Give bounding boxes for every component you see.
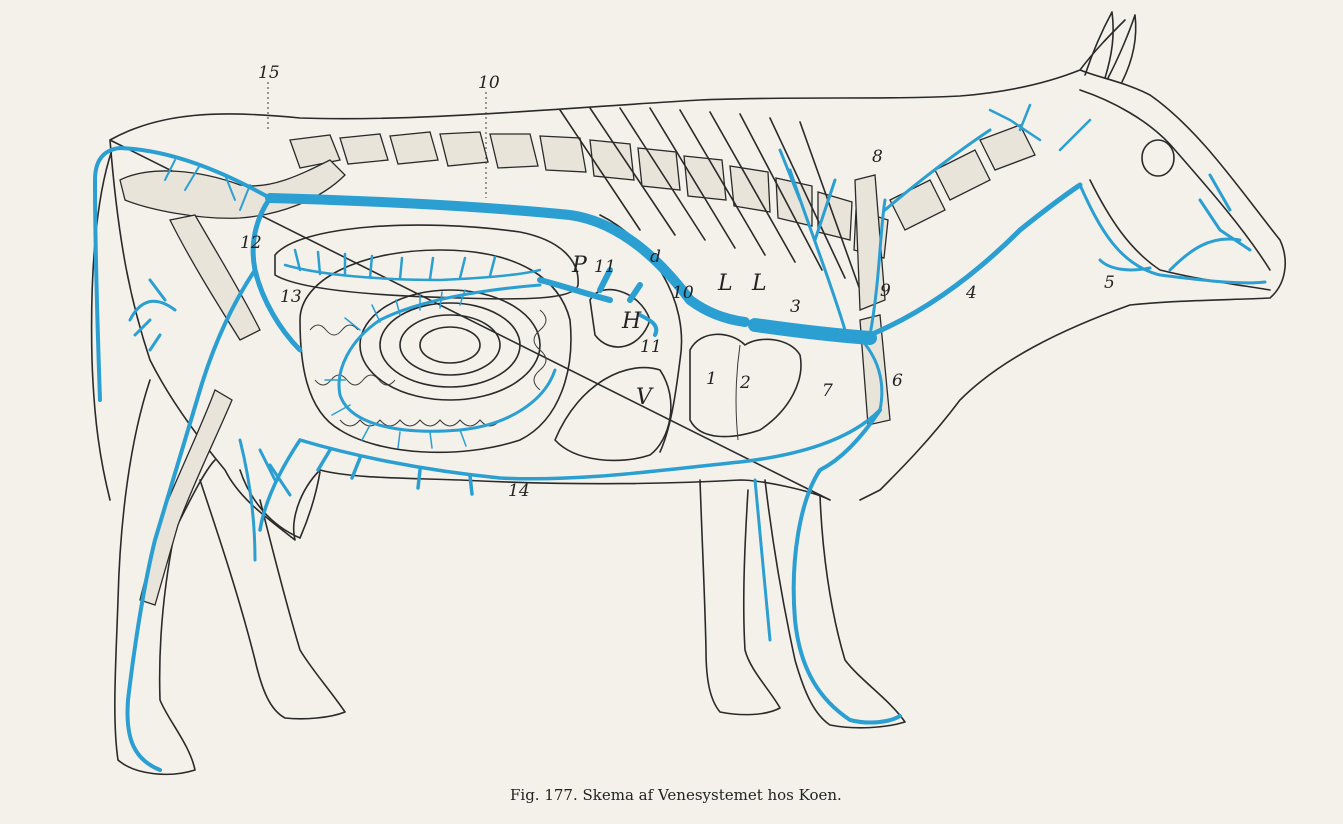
figure-caption: Fig. 177. Skema af Venesystemet hos Koen… [510, 786, 842, 804]
label-5: 5 [1104, 273, 1115, 293]
label-4: 4 [965, 283, 977, 303]
label-8: 8 [872, 147, 883, 167]
label-H: H [621, 309, 642, 334]
label-d: d [650, 247, 661, 267]
label-13: 13 [280, 287, 302, 307]
label-L1: L [717, 271, 733, 296]
label-9: 9 [880, 281, 891, 301]
label-3: 3 [790, 297, 801, 317]
label-10-mid: 10 [672, 283, 694, 303]
label-12: 12 [240, 233, 262, 253]
label-L2: L [751, 271, 767, 296]
label-11a: 11 [594, 257, 616, 277]
label-7: 7 [822, 381, 833, 401]
label-1: 1 [706, 369, 717, 389]
label-6: 6 [892, 371, 903, 391]
label-15: 15 [258, 63, 280, 83]
label-14: 14 [508, 481, 530, 501]
label-V: V [636, 385, 654, 410]
label-2: 2 [739, 373, 751, 393]
label-11b: 11 [640, 337, 662, 357]
label-P: P [571, 253, 588, 278]
label-10-top: 10 [478, 73, 500, 93]
